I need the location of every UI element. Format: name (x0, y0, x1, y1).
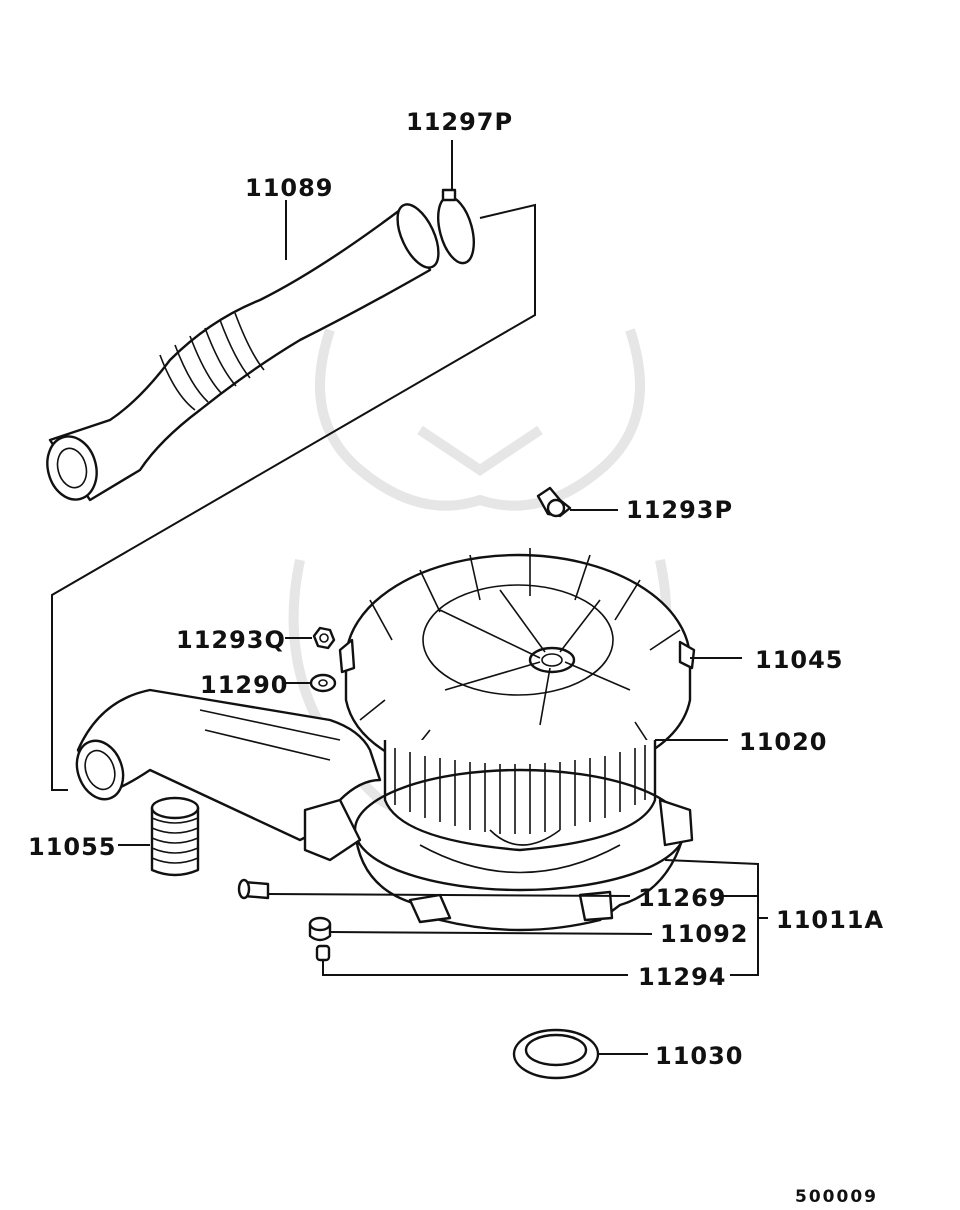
callout-11290[interactable]: 11290 (200, 671, 289, 699)
callout-11055[interactable]: 11055 (28, 833, 117, 861)
collar-11294[interactable] (315, 944, 331, 962)
wing-nut-11293P[interactable] (536, 486, 572, 518)
washer-11290[interactable] (309, 673, 337, 693)
nut-11293Q[interactable] (312, 626, 336, 650)
cushion-11092[interactable] (308, 916, 332, 942)
callout-11030[interactable]: 11030 (655, 1042, 744, 1070)
air-cleaner-case-11011A[interactable] (69, 688, 694, 932)
callout-11045[interactable]: 11045 (755, 646, 844, 674)
callout-11020[interactable]: 11020 (739, 728, 828, 756)
assembly-lines (51, 203, 536, 791)
callout-11293P[interactable]: 11293P (626, 496, 733, 524)
bellows-11055[interactable] (150, 796, 200, 877)
callout-labels: 11297P 11089 11293P 11293Q 11290 11045 1… (28, 108, 884, 1207)
callout-11269[interactable]: 11269 (638, 884, 727, 912)
callout-11011A[interactable]: 11011A (776, 906, 884, 934)
callout-11297P[interactable]: 11297P (406, 108, 513, 136)
filter-element-11020[interactable] (383, 740, 657, 852)
callout-11089[interactable]: 11089 (245, 174, 334, 202)
seal-ring-11030[interactable] (512, 1028, 600, 1080)
grommet-11269[interactable] (237, 878, 270, 900)
intake-hose-11089[interactable] (41, 198, 447, 505)
hose-clamp-11297P[interactable] (432, 188, 481, 267)
callout-11092[interactable]: 11092 (660, 920, 749, 948)
callout-11293Q[interactable]: 11293Q (176, 626, 286, 654)
leader-lines (118, 140, 768, 1055)
callout-11294[interactable]: 11294 (638, 963, 727, 991)
diagram-code: 500009 (795, 1187, 878, 1207)
